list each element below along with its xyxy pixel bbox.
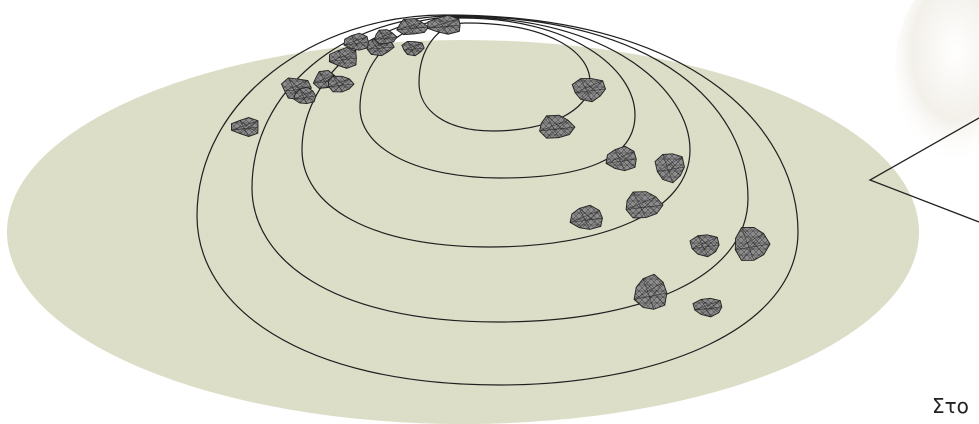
rock bbox=[427, 15, 460, 34]
rock bbox=[374, 30, 396, 44]
ground-plate-texture bbox=[7, 40, 919, 424]
caption-text: Στο bbox=[932, 394, 969, 418]
corner-glow bbox=[895, 0, 979, 165]
